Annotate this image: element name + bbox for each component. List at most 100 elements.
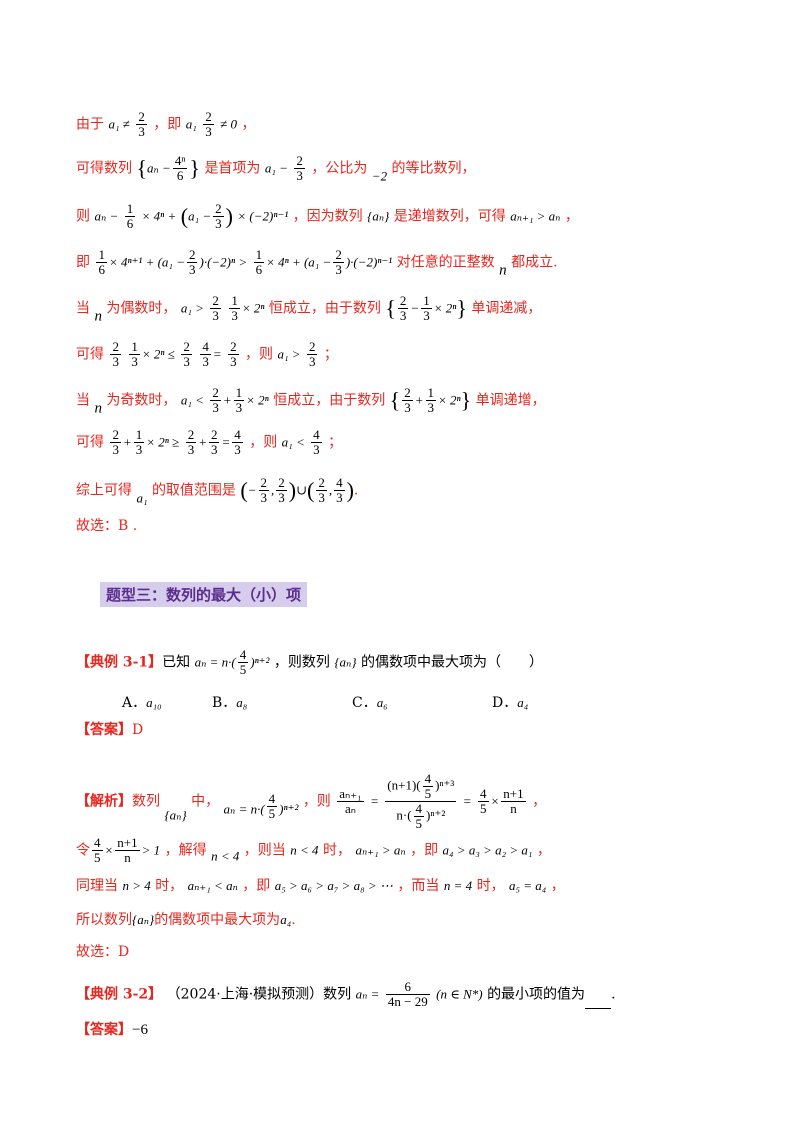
formula: = (221, 434, 231, 450)
formula: a₅ > a₆ > a₇ > a₈ > ⋯ (274, 878, 393, 893)
formula: n (94, 308, 102, 325)
text: （2024·上海·模拟预测）数列 (166, 986, 352, 1003)
option-b[interactable]: B．a₈ (212, 695, 248, 711)
formula: )ⁿ⁺² (279, 801, 299, 817)
formula: a₁ < (281, 434, 305, 450)
paren-right: ) (225, 203, 233, 229)
formula: aₙ − (147, 160, 171, 176)
answer-value: D (132, 722, 144, 738)
formula: a₁ < (180, 392, 204, 408)
text: 时， (322, 842, 351, 859)
text: 数列 (132, 793, 160, 810)
text: ， (536, 842, 551, 859)
formula: × 2ⁿ (246, 392, 269, 408)
formula: a₁ > (180, 300, 204, 316)
analysis-tag: 【解析】 (76, 793, 132, 810)
text: 单调递减， (471, 300, 542, 317)
text: ； (323, 346, 338, 363)
text: 令 (76, 842, 90, 859)
answer-tag: 【答案】 (76, 1022, 132, 1038)
formula: )·(−2)ⁿ > (199, 254, 248, 270)
formula: aₙ₊₁ < aₙ (187, 878, 238, 893)
text: ， (241, 116, 256, 133)
formula: {aₙ} (334, 654, 357, 670)
text: ，因为数列 (292, 208, 363, 225)
option-d[interactable]: D．a₄ (492, 695, 529, 711)
text: 当 (76, 392, 90, 409)
formula: × 4ⁿ + (141, 208, 177, 224)
text: 由于 (76, 116, 104, 133)
formula: aₙ = n·( (223, 801, 265, 817)
section-title: 题型三：数列的最大（小）项 (100, 582, 308, 607)
answer-value: −6 (132, 1022, 148, 1038)
text: ，即 (410, 842, 439, 859)
example-3-1-answer: 【答案】D (76, 720, 740, 740)
option-c[interactable]: C．a₆ (352, 695, 388, 711)
formula: × 2ⁿ ≥ (146, 434, 180, 450)
paren-left: ( (306, 477, 315, 503)
formula: = (370, 793, 379, 809)
formula: × 2ⁿ (438, 392, 461, 408)
formula: )·(−2)ⁿ⁻¹ (345, 254, 393, 270)
formula: × 2ⁿ ≤ (141, 346, 175, 362)
text: ， (532, 793, 547, 810)
formula: a₁ > (277, 346, 301, 362)
formula: a₁ (136, 490, 148, 506)
formula: × 2ⁿ (433, 300, 457, 316)
brace-right: } (456, 295, 467, 321)
text: ，则 (302, 793, 331, 810)
text: 当 (76, 300, 90, 317)
formula: a₁ ≠ (108, 116, 130, 132)
text: 的偶数项中最大项为 (154, 912, 281, 928)
text: 恒成立，由于数列 (268, 300, 381, 317)
answer-blank[interactable] (585, 994, 612, 1009)
text: 可得 (76, 346, 104, 363)
brace-right: } (189, 155, 200, 181)
formula: aₙ₊₁ > aₙ (510, 208, 561, 224)
formula: n (499, 262, 507, 279)
formula: × (−2)ⁿ⁻¹ (237, 208, 289, 224)
text: 则 (76, 208, 90, 225)
formula: n (94, 400, 102, 417)
brace-left: { (385, 295, 396, 321)
text: ，则数列 (273, 654, 330, 671)
text: 的偶数项中最大项为（ ） (360, 654, 543, 671)
text: 同理当 (76, 878, 118, 894)
text: ，即 (242, 878, 271, 894)
paren-right: ) (288, 477, 297, 503)
formula: aₙ − (94, 208, 119, 224)
answer-tag: 【答案】 (76, 722, 132, 738)
formula: = (462, 793, 472, 809)
option-a[interactable]: A．a₁₀ (122, 695, 162, 711)
text: 时， (155, 878, 184, 894)
text: 的等比数列， (391, 160, 476, 177)
